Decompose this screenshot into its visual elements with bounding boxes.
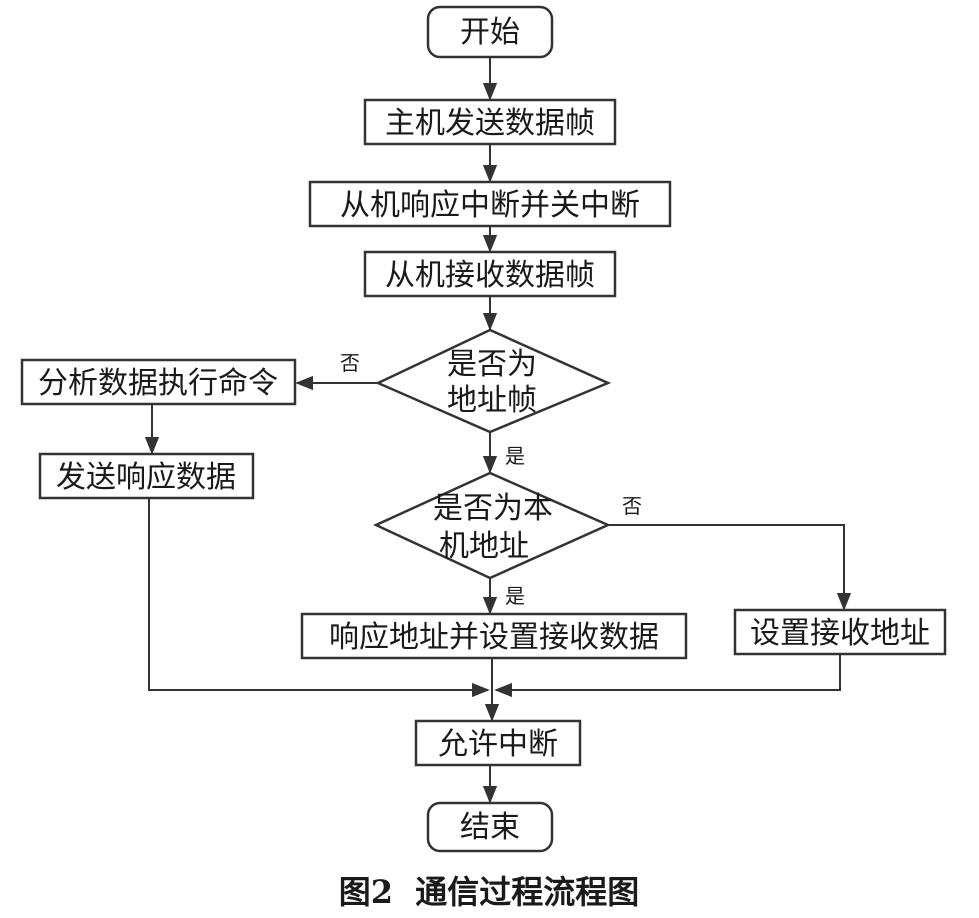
allow-interrupt-label: 允许中断: [438, 727, 558, 762]
respond-address-label: 响应地址并设置接收数据: [329, 620, 659, 655]
respond-address-box: 响应地址并设置接收数据: [300, 612, 688, 660]
is-local-address-decision: 是否为本 机地址: [373, 471, 612, 580]
set-receive-address-label: 设置接收地址: [750, 616, 930, 651]
edge-setaddr-to-merge: [494, 654, 841, 698]
label-no-address-frame: 否: [340, 351, 360, 375]
figure-caption: 图2 通信过程流程图: [339, 873, 640, 911]
analyze-execute-box: 分析数据执行命令: [20, 358, 297, 406]
slave-interrupt-box: 从机响应中断并关中断: [308, 180, 672, 228]
edge-send-to-merge: [148, 498, 490, 698]
slave-receive-label: 从机接收数据帧: [385, 258, 595, 293]
is-address-frame-line1: 是否为: [447, 347, 537, 382]
send-response-box: 发送响应数据: [38, 452, 255, 500]
host-send-label: 主机发送数据帧: [385, 106, 595, 141]
end-terminal: 结束: [426, 801, 554, 853]
slave-interrupt-label: 从机响应中断并关中断: [340, 188, 640, 223]
start-terminal: 开始: [426, 5, 554, 59]
send-response-label: 发送响应数据: [56, 460, 236, 495]
is-address-frame-line2: 地址帧: [447, 383, 537, 418]
set-receive-address-box: 设置接收地址: [733, 608, 947, 656]
start-label: 开始: [460, 15, 520, 50]
allow-interrupt-box: 允许中断: [414, 719, 582, 767]
slave-receive-box: 从机接收数据帧: [363, 250, 617, 298]
analyze-execute-label: 分析数据执行命令: [38, 366, 278, 401]
label-yes-local-address: 是: [505, 584, 525, 608]
end-label: 结束: [460, 810, 520, 845]
is-address-frame-decision: 是否为 地址帧: [374, 328, 612, 434]
host-send-box: 主机发送数据帧: [363, 98, 617, 146]
is-local-address-line2: 机地址: [439, 529, 529, 564]
edge-decision2-no: [608, 524, 852, 611]
label-no-local-address: 否: [622, 494, 642, 518]
label-yes-address-frame: 是: [505, 444, 525, 468]
is-local-address-line1: 是否为本: [433, 491, 553, 526]
